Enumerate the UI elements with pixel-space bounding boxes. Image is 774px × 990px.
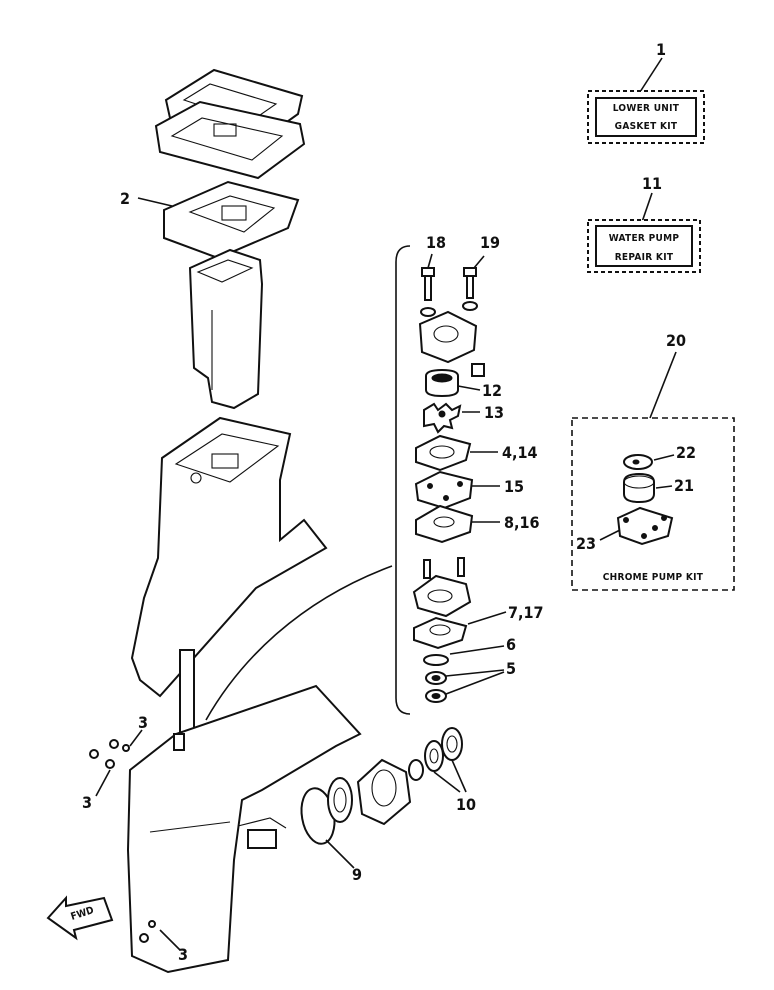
callout-7-17: 7,17 [508, 603, 544, 622]
callout-10: 10 [456, 795, 476, 814]
o-ring-9: 9 [300, 787, 362, 884]
impeller-13: 13 [423, 402, 504, 434]
callout-3-left: 3 [82, 793, 92, 812]
fwd-arrow-icon: FWD [46, 895, 114, 941]
propeller-shaft-parts-10: 10 [327, 727, 476, 826]
callout-5: 5 [506, 659, 516, 678]
callout-6: 6 [506, 635, 516, 654]
driveshaft-housing [130, 416, 328, 698]
callout-15: 15 [504, 477, 524, 496]
callout-3-top: 3 [138, 713, 148, 732]
callout-1: 1 [656, 40, 666, 59]
water-pump-kit-line2: REPAIR KIT [615, 252, 674, 263]
callout-13: 13 [484, 403, 504, 422]
upper-gasket-stack [154, 68, 306, 180]
gasket-kit-line1: LOWER UNIT [613, 103, 680, 114]
callout-4-14: 4,14 [502, 443, 538, 462]
gasket-8-16: 8,16 [415, 504, 540, 544]
callout-11: 11 [642, 174, 662, 193]
lower-unit-gasket-kit-label: 1 LOWER UNIT GASKET KIT [587, 40, 705, 144]
chrome-pump-kit-group: 20 22 21 23 CHROME PUMP KIT [571, 331, 735, 591]
pump-stack-bracket [395, 245, 411, 715]
callout-12: 12 [482, 381, 502, 400]
callout-8-16: 8,16 [504, 513, 540, 532]
callout-20: 20 [666, 331, 686, 350]
exhaust-guide [188, 248, 264, 410]
callout-23: 23 [576, 534, 596, 553]
water-pump-kit-line1: WATER PUMP [609, 233, 680, 244]
callout-2: 2 [120, 189, 130, 208]
gasket-2: 2 [120, 180, 300, 260]
insert-cartridge-12: 12 [425, 368, 502, 400]
callout-9: 9 [352, 865, 362, 884]
pump-stack-pointer [205, 565, 393, 721]
lower-gear-case [126, 684, 362, 974]
bolt-19: 19 [462, 233, 500, 311]
outer-plate-15: 15 [414, 470, 524, 510]
callout-18: 18 [426, 233, 446, 252]
bolt-18: 18 [420, 233, 446, 317]
pump-base-assembly [412, 557, 472, 618]
oil-seals-5: 5 [425, 659, 516, 703]
chrome-pump-kit-caption: CHROME PUMP KIT [603, 572, 704, 583]
callout-19: 19 [480, 233, 500, 252]
callout-3-bottom: 3 [178, 945, 188, 964]
callout-22: 22 [676, 443, 696, 462]
callout-21: 21 [674, 476, 694, 495]
o-ring-6: 6 [423, 635, 516, 666]
pump-housing [418, 310, 485, 377]
gasket-4-14: 4,14 [415, 434, 538, 472]
gasket-kit-line2: GASKET KIT [615, 121, 678, 132]
bolts-3: 3 3 3 [82, 713, 188, 964]
gasket-7-17: 7,17 [413, 603, 544, 650]
water-pump-repair-kit-label: 11 WATER PUMP REPAIR KIT [587, 174, 701, 273]
